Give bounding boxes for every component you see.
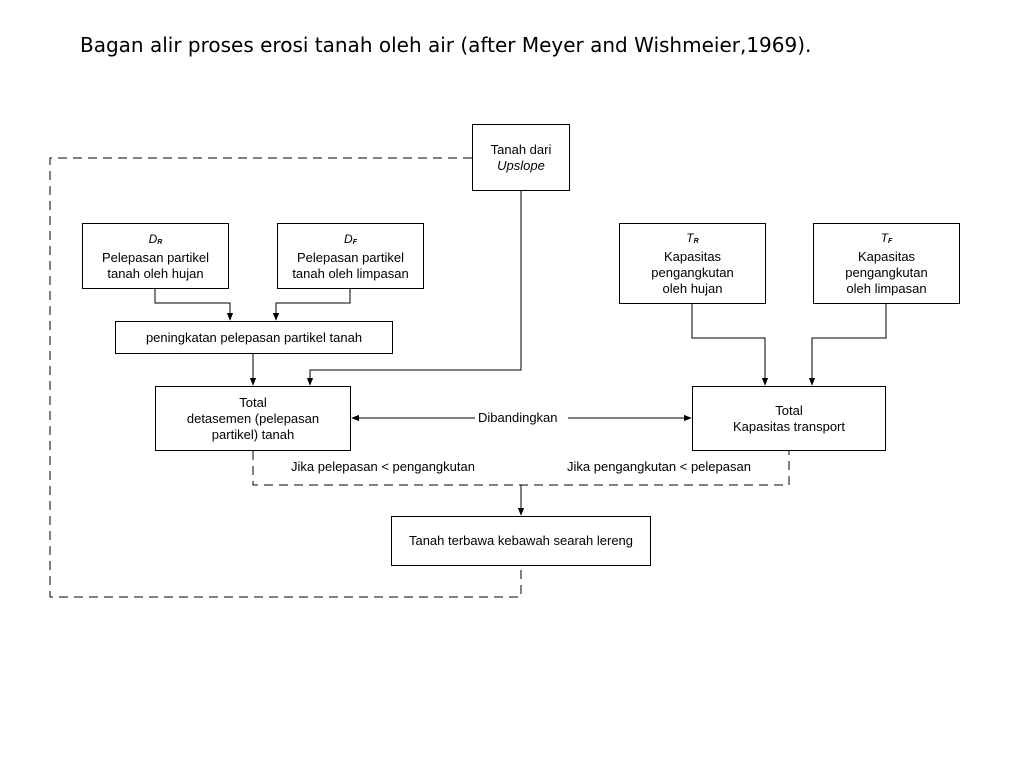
node-tr-line2: pengangkutan xyxy=(651,265,734,280)
node-df-line1: Pelepasan partikel xyxy=(297,249,404,265)
node-detachment-line1: Total xyxy=(239,394,267,410)
node-tr-line1: Kapasitas xyxy=(663,249,722,264)
arrow-upslope-to-detachment xyxy=(306,190,522,386)
arrow-df-to-increase xyxy=(272,289,351,321)
node-dr-line2: tanah oleh hujan xyxy=(107,265,204,281)
node-df: DF Pelepasan partikel tanah oleh limpasa… xyxy=(277,223,424,289)
node-detachment-line2: detasemen (pelepasan xyxy=(186,410,320,426)
node-dr: DR Pelepasan partikel tanah oleh hujan xyxy=(82,223,229,289)
arrow-tr-to-transport xyxy=(691,304,769,386)
node-detachment-line3: partikel) tanah xyxy=(211,426,295,442)
node-transport-line2: Kapasitas transport xyxy=(732,418,845,434)
arrow-dr-to-increase xyxy=(154,289,234,321)
node-df-symbol: DF xyxy=(344,231,357,246)
node-tf-symbol: TF xyxy=(880,231,893,245)
node-transport-line1: Total xyxy=(775,402,803,418)
node-tf-line3: oleh limpasan xyxy=(846,281,927,296)
node-df-line2: tanah oleh limpasan xyxy=(292,265,409,281)
node-increase-text: peningkatan pelepasan partikel tanah xyxy=(145,329,363,345)
node-result-text: Tanah terbawa kebawah searah lereng xyxy=(408,533,634,548)
label-right-condition: Jika pengangkutan < pelepasan xyxy=(565,459,753,475)
node-dr-line1: Pelepasan partikel xyxy=(102,249,209,265)
node-tf: TF Kapasitas pengangkutan oleh limpasan xyxy=(813,223,960,304)
node-increase: peningkatan pelepasan partikel tanah xyxy=(115,321,393,354)
node-upslope-line2: Upslope xyxy=(497,157,545,173)
page-title: Bagan alir proses erosi tanah oleh air (… xyxy=(80,33,812,57)
feedback-loop-dashed xyxy=(49,157,522,598)
arrow-tf-to-transport xyxy=(808,304,887,386)
node-upslope-line1: Tanah dari xyxy=(490,141,552,157)
node-tf-line2: pengangkutan xyxy=(845,265,928,280)
node-result: Tanah terbawa kebawah searah lereng xyxy=(391,516,651,566)
label-compare: Dibandingkan xyxy=(476,410,560,426)
node-transport: Total Kapasitas transport xyxy=(692,386,886,451)
node-dr-symbol: DR xyxy=(148,231,163,246)
label-left-condition: Jika pelepasan < pengangkutan xyxy=(289,459,477,475)
node-tr: TR Kapasitas pengangkutan oleh hujan xyxy=(619,223,766,304)
node-tf-line1: Kapasitas xyxy=(857,249,916,264)
node-tr-line3: oleh hujan xyxy=(662,281,723,296)
node-detachment: Total detasemen (pelepasan partikel) tan… xyxy=(155,386,351,451)
node-upslope: Tanah dari Upslope xyxy=(472,124,570,191)
node-tr-symbol: TR xyxy=(686,231,699,245)
